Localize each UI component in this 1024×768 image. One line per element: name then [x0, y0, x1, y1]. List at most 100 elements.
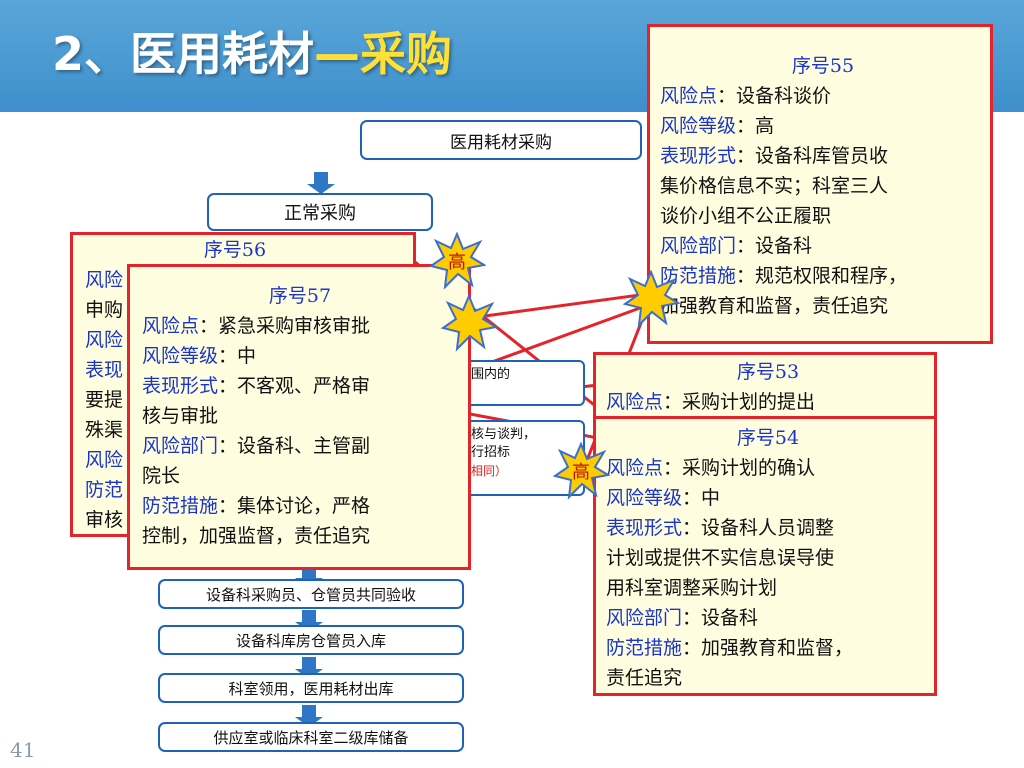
card-56-fragment: 要提	[85, 389, 124, 411]
card-57-title: 序号57	[268, 285, 332, 307]
card-56-fragment: 申购	[85, 299, 124, 321]
card-57-dept: 设备科、主管副	[237, 435, 371, 457]
label-form: 表现形式	[660, 145, 737, 167]
badge-label: 高	[448, 252, 466, 273]
flow-step-accept-label: 设备科采购员、仓管员共同验收	[205, 585, 416, 604]
card-54-form-3: 用科室调整采购计划	[606, 577, 778, 599]
card-57-measure-2: 控制，加强监督，责任追究	[142, 525, 371, 547]
card-56-fragment: 审核	[85, 509, 124, 531]
card-54-risk-point: 采购计划的确认	[682, 457, 816, 479]
card-56-fragment: 殊渠	[85, 419, 124, 441]
partial-b-text: 核与谈判，	[471, 427, 537, 442]
card-56-fragment: 表现	[85, 359, 124, 381]
card-55-risk-level: 高	[755, 115, 775, 137]
card-56-fragment: 风险	[85, 269, 124, 291]
label-dept: 风险部门	[606, 607, 683, 629]
label-form: 表现形式	[142, 375, 219, 397]
card-55-risk-point: 设备科谈价	[736, 85, 832, 107]
risk-card-55: 序号55 风险点：设备科谈价 风险等级：高 表现形式：设备科库管员收 集价格信息…	[647, 24, 993, 344]
label-risk-point: 风险点	[660, 85, 718, 107]
colon: ：	[736, 265, 756, 287]
card-57-risk-point: 紧急采购审核审批	[218, 315, 371, 337]
card-53-risk-point: 采购计划的提出	[682, 391, 816, 413]
colon: ：	[218, 345, 238, 367]
risk-card-54: 序号54 风险点：采购计划的确认 风险等级：中 表现形式：设备科人员调整 计划或…	[593, 416, 937, 696]
label-risk-point: 风险点	[606, 391, 664, 413]
flow-step-store: 设备科库房仓管员入库	[158, 625, 464, 655]
card-55-form: 设备科库管员收	[755, 145, 889, 167]
flow-partial-box-a: 围内的	[455, 360, 585, 406]
card-55-measure: 规范权限和程序，	[755, 265, 908, 287]
card-57-risk-level: 中	[237, 345, 257, 367]
flow-root-box: 医用耗材采购	[360, 120, 642, 160]
risk-star-icon	[440, 294, 498, 352]
colon: ：	[682, 607, 702, 629]
title-highlight: —采购	[314, 27, 453, 81]
flow-normal-label: 正常采购	[284, 203, 356, 224]
colon: ：	[682, 637, 702, 659]
card-54-risk-level: 中	[701, 487, 721, 509]
flow-arrow-down-icon	[295, 657, 323, 679]
colon: ：	[717, 85, 737, 107]
label-risk-level: 风险等级	[606, 487, 683, 509]
card-55-form-3: 谈价小组不公正履职	[660, 205, 832, 227]
flow-normal-box: 正常采购	[207, 193, 433, 231]
flow-root-label: 医用耗材采购	[450, 132, 552, 153]
badge-label: 高	[572, 462, 590, 483]
partial-a-text: 围内的	[471, 367, 511, 382]
card-56-title: 序号56	[203, 239, 267, 261]
colon: ：	[682, 517, 702, 539]
card-55-dept: 设备科	[755, 235, 813, 257]
colon: ：	[736, 115, 756, 137]
label-dept: 风险部门	[660, 235, 737, 257]
flow-arrow-down-icon	[295, 610, 323, 632]
label-risk-level: 风险等级	[142, 345, 219, 367]
colon: ：	[663, 391, 683, 413]
card-54-measure-2: 责任追究	[606, 667, 683, 689]
card-56-fragment: 风险	[85, 329, 124, 351]
label-risk-point: 风险点	[142, 315, 200, 337]
colon: ：	[663, 457, 683, 479]
card-57-dept-2: 院长	[142, 465, 181, 487]
colon: ：	[199, 315, 219, 337]
card-54-measure: 加强教育和监督，	[701, 637, 854, 659]
label-risk-point: 风险点	[606, 457, 664, 479]
colon: ：	[736, 145, 756, 167]
card-56-fragment: 风险	[85, 449, 124, 471]
flow-step-secondary-label: 供应室或临床科室二级库储备	[213, 728, 409, 747]
label-measure: 防范措施	[142, 495, 219, 517]
page-title: 2、医用耗材—采购	[52, 18, 452, 84]
label-dept: 风险部门	[142, 435, 219, 457]
card-54-title: 序号54	[736, 427, 800, 449]
partial-b-text-2: 行招标	[471, 445, 511, 460]
title-prefix: 2、医用耗材	[52, 27, 315, 81]
risk-high-star-icon: 高	[552, 442, 610, 500]
flow-step-secondary: 供应室或临床科室二级库储备	[158, 722, 464, 752]
card-56-fragment: 防范	[85, 479, 124, 501]
risk-high-star-icon: 高	[428, 232, 486, 290]
flow-arrow-down-icon	[307, 172, 335, 194]
colon: ：	[218, 435, 238, 457]
flow-step-accept: 设备科采购员、仓管员共同验收	[158, 579, 464, 609]
label-risk-level: 风险等级	[660, 115, 737, 137]
colon: ：	[218, 495, 238, 517]
flow-step-out: 科室领用，医用耗材出库	[158, 673, 464, 703]
card-57-measure: 集体讨论，严格	[237, 495, 371, 517]
flow-step-out-label: 科室领用，医用耗材出库	[228, 679, 394, 698]
colon: ：	[736, 235, 756, 257]
flow-arrow-down-icon	[295, 705, 323, 727]
connector-line	[469, 293, 641, 320]
colon: ：	[218, 375, 238, 397]
risk-card-57: 序号57 风险点：紧急采购审核审批 风险等级：中 表现形式：不客观、严格审 核与…	[127, 264, 471, 570]
card-54-form-2: 计划或提供不实信息误导使	[606, 547, 835, 569]
flow-step-store-label: 设备科库房仓管员入库	[235, 631, 386, 650]
card-57-form-2: 核与审批	[142, 405, 219, 427]
partial-b-text-3: 相同）	[471, 464, 508, 478]
card-55-title: 序号55	[791, 55, 855, 77]
card-55-measure-2: 加强教育和监督，责任追究	[660, 295, 889, 317]
flow-partial-box-b: 核与谈判， 行招标 相同）	[455, 420, 585, 496]
connector-line	[469, 306, 641, 372]
page-number: 41	[10, 738, 36, 762]
card-54-dept: 设备科	[701, 607, 759, 629]
card-53-title: 序号53	[736, 361, 800, 383]
